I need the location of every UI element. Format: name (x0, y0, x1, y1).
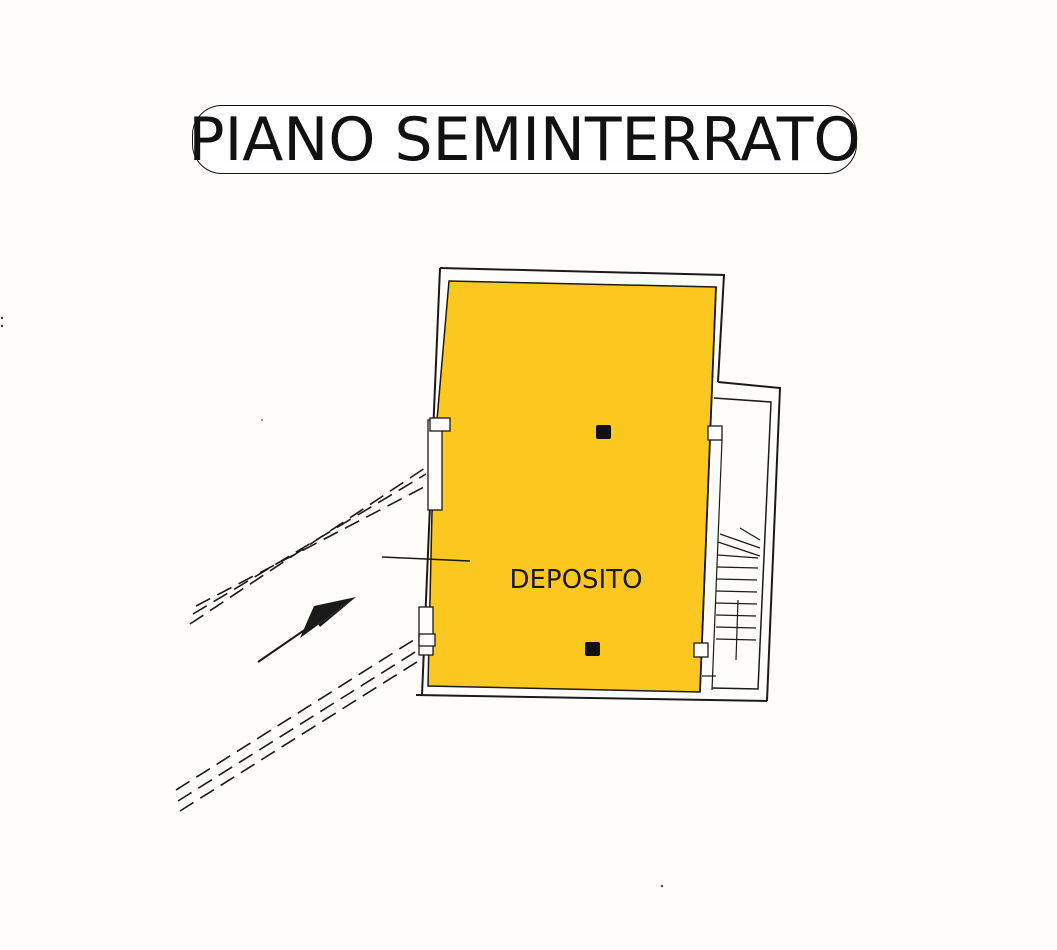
deposito-room-fill (427, 280, 717, 693)
entrance-arrow-icon (257, 597, 356, 663)
pillar-bottom (585, 642, 600, 656)
left-wall-pilaster-bottom (418, 633, 436, 647)
speck (660, 884, 664, 888)
staircase (702, 527, 761, 677)
section-marker-line (381, 556, 471, 562)
speck (0, 324, 4, 328)
left-door-jamb-top (427, 419, 443, 511)
pillar-top (596, 425, 611, 439)
floor-title-frame: PIANO SEMINTERRATO (188, 105, 861, 174)
speck (261, 419, 263, 421)
floor-title: PIANO SEMINTERRATO (188, 104, 861, 175)
speck (0, 316, 4, 320)
left-wall-pilaster-top (429, 417, 451, 432)
main-outer-wall-bottom (415, 694, 768, 702)
room-right-wall (699, 286, 717, 693)
room-label-deposito: DEPOSITO (509, 565, 642, 595)
right-wall-pilaster-bottom (693, 642, 709, 658)
access-ramp-lower (175, 635, 421, 812)
right-wall-pilaster-top (707, 425, 723, 441)
access-ramp-upper (189, 465, 429, 625)
stair-annex-inner-wall (711, 397, 772, 690)
left-door-jamb-bottom (418, 606, 434, 656)
stair-annex-wall (717, 381, 782, 702)
main-outer-wall (439, 267, 726, 383)
room-right-wall-inner (711, 439, 723, 691)
